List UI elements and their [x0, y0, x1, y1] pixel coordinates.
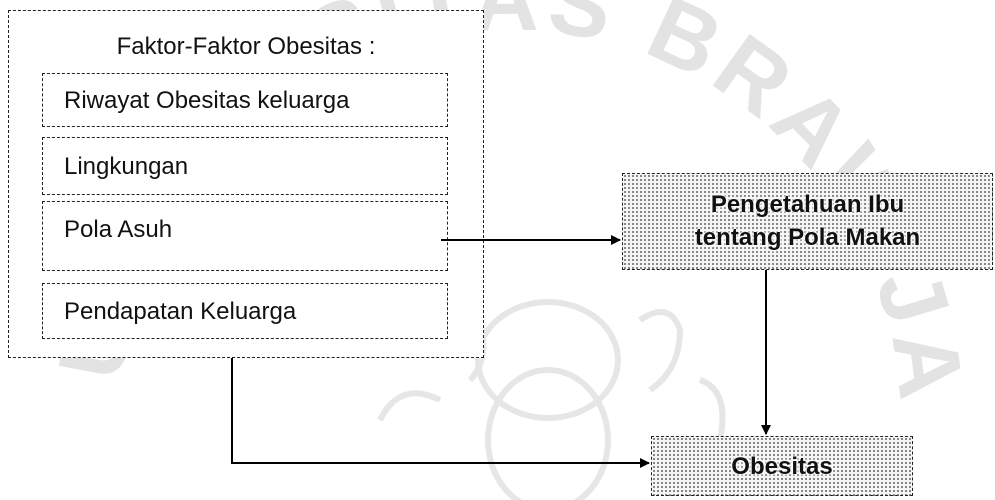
factor-family-history: Riwayat Obesitas keluarga [42, 73, 448, 127]
factor-environment: Lingkungan [42, 137, 448, 195]
arrow-factors-to-obesity [231, 358, 650, 468]
obesity-outcome-box: Obesitas [651, 436, 913, 496]
obesity-factors-box: Faktor-Faktor Obesitas : Riwayat Obesita… [8, 10, 484, 358]
mother-knowledge-line2: tentang Pola Makan [694, 224, 921, 251]
mother-knowledge-box: Pengetahuan Ibu tentang Pola Makan [622, 173, 993, 270]
factor-family-income: Pendapatan Keluarga [42, 283, 448, 339]
factors-title: Faktor-Faktor Obesitas : [116, 33, 376, 60]
mother-knowledge-line1: Pengetahuan Ibu [710, 191, 905, 218]
factor-parenting: Pola Asuh [42, 201, 448, 271]
